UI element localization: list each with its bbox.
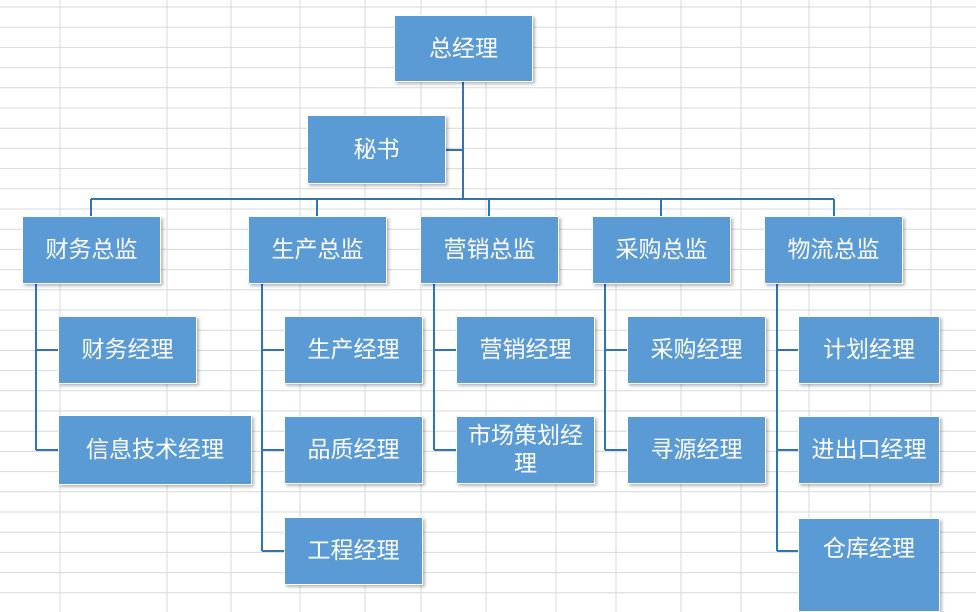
node-director-finance-label: 财务总监 xyxy=(45,237,138,263)
node-warehouse-manager: 仓库经理 xyxy=(798,518,940,612)
node-assistant-label: 秘书 xyxy=(353,136,400,163)
node-import-export-manager: 进出口经理 xyxy=(798,416,940,484)
node-marketing-manager-label: 营销经理 xyxy=(479,337,572,363)
node-assistant: 秘书 xyxy=(307,115,446,184)
node-warehouse-manager-label: 仓库经理 xyxy=(823,536,915,562)
node-sourcing-manager-label: 寻源经理 xyxy=(650,437,743,463)
node-ceo-label: 总经理 xyxy=(429,35,498,62)
node-purchasing-manager: 采购经理 xyxy=(627,316,766,384)
node-engineering-manager-label: 工程经理 xyxy=(307,538,400,564)
node-director-marketing-label: 营销总监 xyxy=(443,237,536,263)
node-director-marketing: 营销总监 xyxy=(420,216,559,284)
node-director-production-label: 生产总监 xyxy=(271,237,364,263)
node-director-production: 生产总监 xyxy=(248,216,387,284)
node-quality-manager-label: 品质经理 xyxy=(307,437,400,463)
node-import-export-manager-label: 进出口经理 xyxy=(811,437,927,463)
node-finance-manager-label: 财务经理 xyxy=(81,337,174,363)
node-director-purchasing-label: 采购总监 xyxy=(615,237,708,263)
node-director-logistics: 物流总监 xyxy=(764,216,903,284)
node-it-manager-label: 信息技术经理 xyxy=(86,437,224,463)
node-marketing-planning-manager: 市场策划经理 xyxy=(456,416,595,484)
node-planning-manager: 计划经理 xyxy=(798,316,940,384)
node-director-logistics-label: 物流总监 xyxy=(787,237,880,263)
node-planning-manager-label: 计划经理 xyxy=(823,337,915,363)
node-quality-manager: 品质经理 xyxy=(284,416,423,484)
node-it-manager: 信息技术经理 xyxy=(58,415,252,485)
node-director-finance: 财务总监 xyxy=(22,216,161,284)
node-marketing-manager: 营销经理 xyxy=(456,316,595,384)
node-ceo: 总经理 xyxy=(394,15,533,82)
node-engineering-manager: 工程经理 xyxy=(284,517,423,585)
node-director-purchasing: 采购总监 xyxy=(592,216,731,284)
node-marketing-planning-manager-label: 市场策划经理 xyxy=(468,423,583,477)
node-sourcing-manager: 寻源经理 xyxy=(627,416,766,484)
node-purchasing-manager-label: 采购经理 xyxy=(650,337,743,363)
node-production-manager-label: 生产经理 xyxy=(307,337,400,363)
node-finance-manager: 财务经理 xyxy=(58,316,197,384)
node-production-manager: 生产经理 xyxy=(284,316,423,384)
